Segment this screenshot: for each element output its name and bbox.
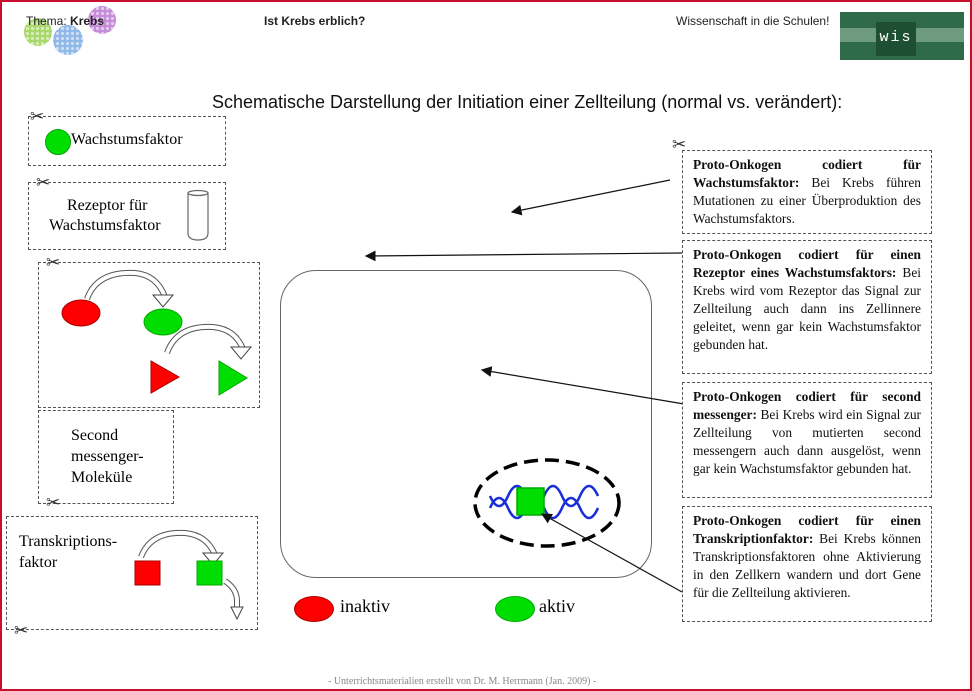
scissors-icon: ✂ — [30, 107, 45, 126]
green-square-icon — [516, 487, 545, 516]
legend-wachstumsfaktor: Wachstumsfaktor — [28, 116, 226, 166]
wis-logo-text: wis — [879, 29, 913, 46]
scissors-icon: ✂ — [36, 173, 51, 192]
green-triangle-icon — [218, 360, 248, 396]
info-box-wachstumsfaktor: Proto-Onkogen codiert für Wachstumsfakto… — [682, 150, 932, 234]
active-oval-icon — [495, 596, 535, 622]
footer-credit: - Unterrichtsmaterialien erstellt von Dr… — [328, 676, 597, 687]
rezeptor-label-1: Rezeptor für — [67, 197, 148, 214]
wachstumsfaktor-label: Wachstumsfaktor — [71, 131, 183, 148]
legend-signal-chain — [38, 262, 260, 408]
rezeptor-label-2: Wachstumsfaktor — [49, 217, 161, 234]
info-box-transkriptionsfaktor: Proto-Onkogen codiert für einen Transkri… — [682, 506, 932, 622]
inactive-oval-icon — [294, 596, 334, 622]
signal-chain-diagram — [61, 269, 253, 396]
red-oval-icon — [61, 299, 101, 327]
info-box-body: Bei Krebs wird ein Signal zur Zellteilun… — [693, 407, 921, 476]
wis-logo: wis — [840, 12, 964, 60]
info-box-body: Bei Krebs wird vom Rezeptor das Signal z… — [693, 265, 921, 352]
topic-label: Thema: Krebs — [26, 14, 104, 28]
info-box-rezeptor: Proto-Onkogen codiert für einen Rezeptor… — [682, 240, 932, 374]
topic-name: Krebs — [70, 14, 105, 28]
legend-transkriptionsfaktor: Transkriptions- faktor — [6, 516, 258, 630]
red-square-icon — [134, 560, 161, 586]
nucleus — [473, 458, 621, 548]
scissors-icon: ✂ — [672, 135, 687, 154]
second-label-2: messenger- — [71, 448, 144, 465]
green-circle-icon — [45, 129, 71, 155]
green-oval-icon — [143, 308, 183, 336]
info-box-heading: Proto-Onkogen codiert für Wachstumsfakto… — [693, 157, 921, 190]
info-box-heading: Proto-Onkogen codiert für einen Rezeptor… — [693, 247, 921, 280]
transkription-label-1: Transkriptions- — [19, 533, 118, 550]
receptor-icon — [187, 189, 209, 241]
virus-logo-icon — [20, 6, 120, 56]
inactive-label: inaktiv — [340, 596, 390, 616]
red-triangle-icon — [150, 360, 181, 394]
active-label: aktiv — [539, 596, 575, 616]
info-box-heading: Proto-Onkogen codiert für second messeng… — [693, 389, 921, 422]
transkription-diagram — [134, 529, 244, 621]
info-box-body: Bei Krebs können Transkriptionsfaktoren … — [693, 531, 921, 600]
legend-rezeptor: Rezeptor für Wachstumsfaktor — [28, 182, 226, 250]
legend-second-messenger: Second messenger- Moleküle — [38, 410, 174, 504]
scissors-icon: ✂ — [14, 621, 29, 640]
info-box-heading: Proto-Onkogen codiert für einen Transkri… — [693, 513, 921, 546]
scissors-icon: ✂ — [46, 493, 61, 512]
slogan: Wissenschaft in die Schulen! — [676, 14, 830, 28]
scissors-icon: ✂ — [46, 253, 61, 272]
topic-prefix: Thema: — [26, 14, 67, 28]
info-box-second-messenger: Proto-Onkogen codiert für second messeng… — [682, 382, 932, 498]
nucleus-diagram — [473, 458, 621, 548]
slide-title: Schematische Darstellung der Initiation … — [212, 92, 843, 112]
cell — [280, 270, 652, 578]
second-label-3: Moleküle — [71, 469, 133, 486]
transkription-label-2: faktor — [19, 554, 58, 571]
green-square-icon — [196, 560, 223, 586]
second-label-1: Second — [71, 427, 119, 444]
info-box-body: Bei Krebs führen Mutationen zu einer Übe… — [693, 175, 921, 226]
question-title: Ist Krebs erblich? — [264, 14, 366, 28]
